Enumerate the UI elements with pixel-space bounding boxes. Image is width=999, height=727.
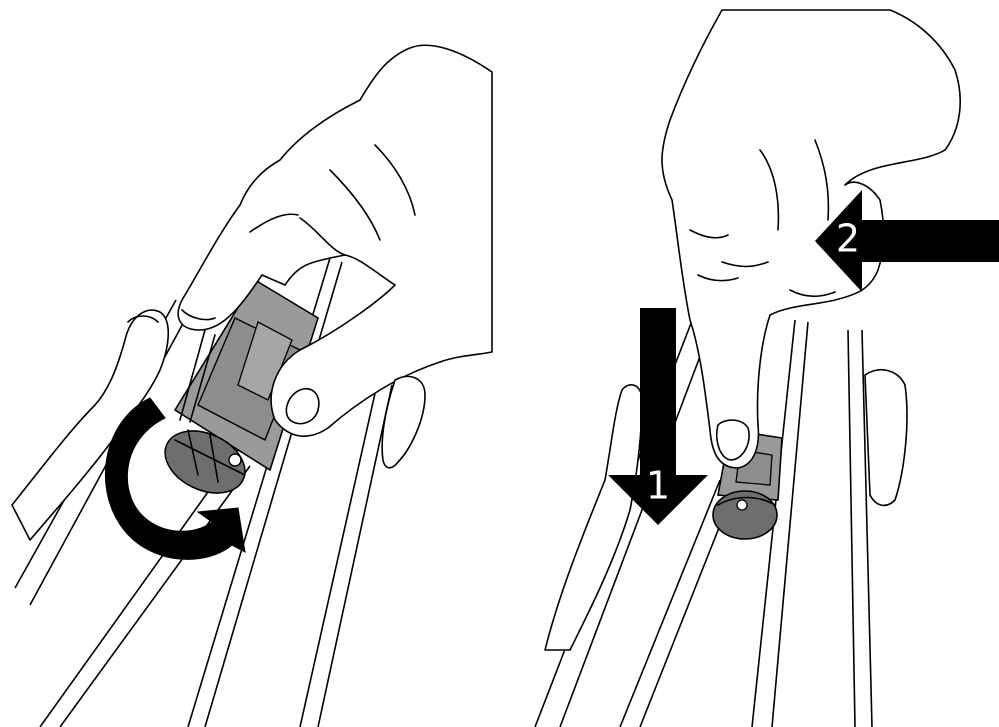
left-panel xyxy=(12,45,492,727)
right-panel: 1 2 xyxy=(535,10,999,727)
step-label-2: 2 xyxy=(836,217,860,261)
step-label-1: 1 xyxy=(646,464,670,508)
